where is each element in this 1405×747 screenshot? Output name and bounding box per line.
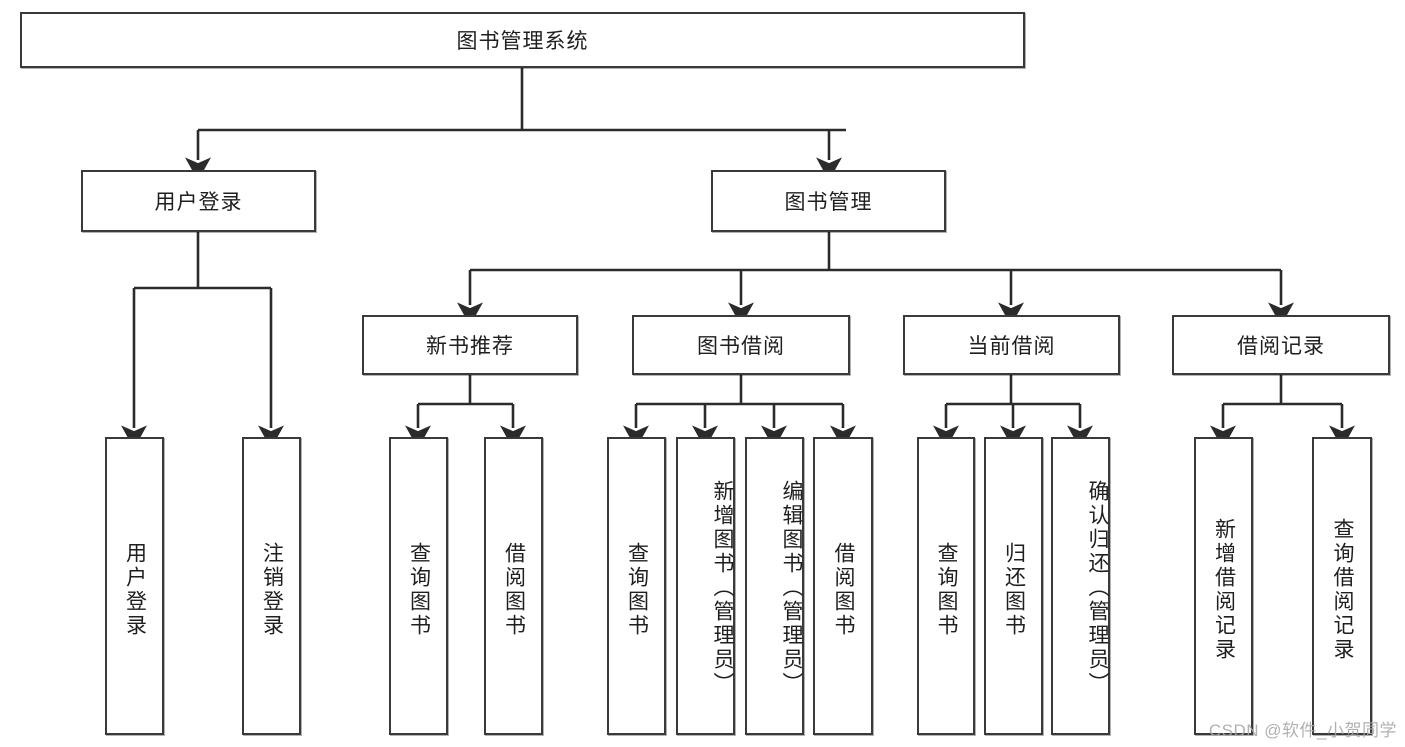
leaf-return-book[interactable]: 归还图书 [984,437,1043,735]
leaf-add-record[interactable]: 新增借阅记录 [1194,437,1253,735]
leaf-return-book-label: 归还图书 [1002,542,1026,638]
node-user-login[interactable]: 用户登录 [81,170,316,232]
leaf-confirm-return-label: 确认归还（管理员） [1086,480,1109,696]
leaf-add-book-label: 新增图书（管理员） [711,480,734,696]
leaf-user-login-label: 用户登录 [123,542,147,638]
leaf-borrow-book-2[interactable]: 借阅图书 [813,437,873,735]
node-new-book-recommend[interactable]: 新书推荐 [362,315,578,375]
leaf-logout-label: 注销登录 [260,542,284,638]
leaf-edit-book[interactable]: 编辑图书（管理员） [745,437,804,735]
leaf-edit-book-label: 编辑图书（管理员） [780,480,803,696]
leaf-query-book-2[interactable]: 查询图书 [607,437,666,735]
node-current-borrow[interactable]: 当前借阅 [903,315,1120,375]
leaf-confirm-return[interactable]: 确认归还（管理员） [1051,437,1110,735]
leaf-borrow-book-1[interactable]: 借阅图书 [484,437,543,735]
leaf-query-book-1[interactable]: 查询图书 [389,437,448,735]
node-borrow-records[interactable]: 借阅记录 [1172,315,1390,375]
node-book-borrow-label: 图书借阅 [697,335,785,358]
node-borrow-records-label: 借阅记录 [1237,335,1325,358]
leaf-query-book-3[interactable]: 查询图书 [917,437,975,735]
leaf-borrow-book-1-label: 借阅图书 [502,542,526,638]
leaf-add-record-label: 新增借阅记录 [1212,518,1236,662]
node-book-management-label: 图书管理 [784,191,873,214]
node-current-borrow-label: 当前借阅 [967,335,1056,358]
leaf-query-book-2-label: 查询图书 [625,542,649,638]
leaf-borrow-book-2-label: 借阅图书 [832,542,856,638]
leaf-user-login[interactable]: 用户登录 [105,437,164,735]
watermark-text: CSDN @软件_小贺同学 [1208,721,1397,740]
node-new-book-recommend-label: 新书推荐 [426,335,514,358]
leaf-query-book-1-label: 查询图书 [407,542,431,638]
leaf-logout[interactable]: 注销登录 [242,437,301,735]
node-book-management[interactable]: 图书管理 [711,170,946,232]
leaf-query-book-3-label: 查询图书 [935,542,959,638]
leaf-query-record-label: 查询借阅记录 [1331,518,1355,662]
node-root[interactable]: 图书管理系统 [20,12,1025,68]
leaf-query-record[interactable]: 查询借阅记录 [1312,437,1372,735]
leaf-add-book[interactable]: 新增图书（管理员） [676,437,735,735]
node-book-borrow[interactable]: 图书借阅 [632,315,850,375]
node-user-login-label: 用户登录 [154,191,243,214]
node-root-label: 图书管理系统 [456,30,589,53]
